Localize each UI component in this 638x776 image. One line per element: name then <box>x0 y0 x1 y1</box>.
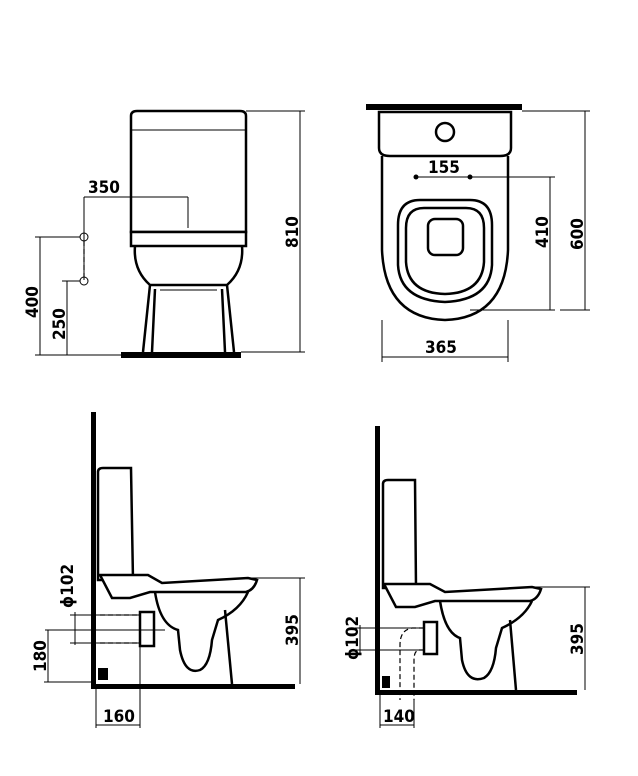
dim-140: 140 <box>383 707 415 727</box>
cistern <box>129 109 248 234</box>
dim-180: 180 <box>31 640 51 672</box>
dim-810: 810 <box>283 216 303 248</box>
front-view: 810 350 400 250 <box>23 109 305 358</box>
dim-phi102-right: ϕ102 <box>343 616 363 660</box>
flush-button <box>434 121 456 143</box>
dim-395-right: 395 <box>568 623 588 655</box>
dim-395-left: 395 <box>283 614 303 646</box>
wall-line <box>366 104 522 110</box>
dim-155: 155 <box>428 158 460 178</box>
seat <box>396 198 494 304</box>
dim-365: 365 <box>425 338 457 358</box>
dim-400: 400 <box>23 286 43 318</box>
top-view: 155 410 600 365 <box>366 104 590 362</box>
side-view-p-trap: ϕ102 180 160 395 <box>31 412 305 728</box>
cistern <box>381 478 418 590</box>
side-view-s-trap: ϕ102 140 395 <box>343 426 590 728</box>
dim-350: 350 <box>88 178 120 198</box>
floor-line <box>121 352 241 358</box>
dim-160: 160 <box>103 707 135 727</box>
dim-410: 410 <box>533 216 553 248</box>
dim-phi102-left: ϕ102 <box>58 564 78 608</box>
dim-250: 250 <box>50 308 70 340</box>
cistern <box>96 466 135 582</box>
dim-600: 600 <box>568 218 588 250</box>
